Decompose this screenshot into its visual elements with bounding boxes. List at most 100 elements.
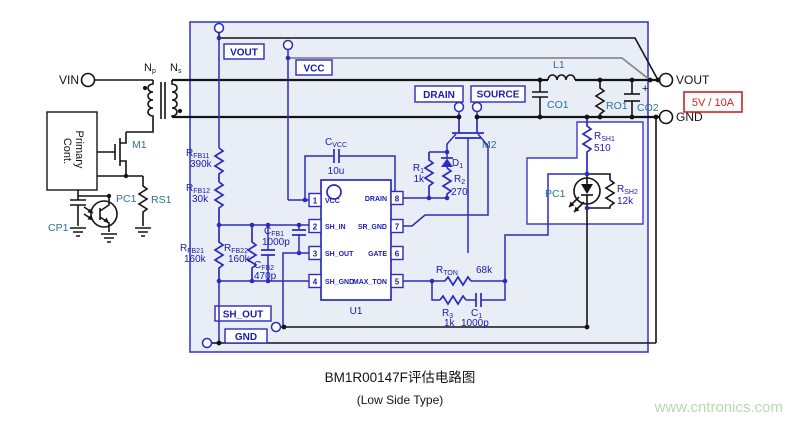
rsh2-body bbox=[604, 179, 616, 207]
pin-num-8: 8 bbox=[395, 195, 400, 204]
rfb11-value: 390k bbox=[190, 159, 213, 170]
cfb1-label: CFB1 bbox=[264, 226, 284, 238]
divider-node-wires bbox=[218, 224, 309, 343]
m2-source-to-srgnd bbox=[403, 133, 489, 227]
primary-winding bbox=[126, 80, 154, 133]
drain-snubber: R1 1k D1 R2 270 bbox=[403, 151, 468, 199]
cvcc-wires bbox=[304, 155, 396, 200]
ground-icon bbox=[70, 227, 86, 237]
m1-source bbox=[120, 160, 127, 176]
cfb1-value: 1000p bbox=[262, 237, 290, 248]
rton-value: 68k bbox=[476, 265, 493, 276]
drain-test-point bbox=[453, 101, 465, 113]
d1-triangle bbox=[441, 158, 453, 167]
rfb22-label: RFB22 bbox=[224, 243, 248, 255]
primary-side: VIN Np Ns Primary Cont. M1 bbox=[46, 62, 183, 243]
source-net-box bbox=[470, 85, 526, 103]
np-phase-dot bbox=[142, 85, 148, 91]
pc1-label: PC1 bbox=[116, 193, 137, 205]
rs1-label: RS1 bbox=[151, 194, 172, 206]
pin-name-shout: SH_OUT bbox=[325, 251, 354, 258]
vcc-test-point bbox=[282, 39, 294, 51]
vcc-net-label: VCC bbox=[303, 64, 324, 75]
pin-num-1: 1 bbox=[313, 197, 318, 206]
transformer-t1: Np Ns bbox=[126, 62, 183, 133]
cp1-plates bbox=[70, 199, 86, 206]
rc-branch-wires bbox=[431, 281, 506, 301]
rfb21-body bbox=[213, 225, 225, 281]
m2-terminals bbox=[458, 117, 478, 133]
rfb21-value: 160k bbox=[184, 254, 207, 265]
ground-icon bbox=[135, 227, 151, 237]
mosfet-m1: M1 bbox=[97, 132, 147, 176]
l1-coil bbox=[547, 74, 576, 81]
rsh1-value: 510 bbox=[594, 143, 611, 154]
watermark: www.cntronics.com bbox=[654, 399, 783, 416]
rsh2-value: 12k bbox=[617, 196, 634, 207]
arrowhead bbox=[569, 201, 575, 207]
pin-name-shgnd: SH_GND bbox=[325, 279, 354, 286]
u1-ref-label: U1 bbox=[350, 306, 363, 317]
secondary-rails: L1 CO1 RO1 + CO2 VOUT GND 5V / 10A bbox=[172, 59, 743, 344]
d1-label: D1 bbox=[452, 158, 463, 170]
rfb22-value: 160k bbox=[228, 254, 251, 265]
pc1-led-label: PC1 bbox=[545, 188, 566, 200]
title-block: BM1R00147F评估电路图 (Low Side Type) www.cntr… bbox=[325, 370, 783, 416]
snubber-wires bbox=[403, 151, 447, 199]
core-lines bbox=[160, 82, 166, 119]
r3-label: R3 bbox=[442, 308, 453, 320]
drain-net-box bbox=[414, 85, 464, 103]
vout-test-point bbox=[213, 22, 225, 34]
vout-net-label: VOUT bbox=[230, 48, 258, 59]
feedback-network: RFB11 390k RFB12 30k RFB21 160k RFB22 16… bbox=[180, 147, 309, 343]
cfb2-plates bbox=[261, 249, 275, 256]
r3-value: 1k bbox=[444, 318, 456, 329]
pin-num-3: 3 bbox=[313, 250, 318, 259]
vout-terminal bbox=[658, 72, 674, 88]
vcc-capacitor: CVCC 10u bbox=[304, 137, 396, 200]
arrowhead bbox=[87, 208, 93, 213]
c1-value: 1000p bbox=[461, 318, 489, 329]
rsh1-label: RSH1 bbox=[594, 131, 615, 143]
cvcc-plates bbox=[333, 149, 340, 163]
pin1-marker bbox=[326, 184, 342, 200]
test-points: VOUT VCC DRAIN SOURCE SH_OUT GND bbox=[201, 22, 659, 349]
rating-box bbox=[683, 91, 743, 113]
junction-dots bbox=[216, 35, 661, 346]
pin-box-8 bbox=[390, 190, 404, 206]
rsh2-label: RSH2 bbox=[617, 184, 638, 196]
co2-label: CO2 bbox=[637, 102, 659, 114]
c1-label: C1 bbox=[471, 308, 482, 320]
pin-num-5: 5 bbox=[395, 278, 400, 287]
vout-net-box bbox=[223, 43, 265, 60]
drain-net-label: DRAIN bbox=[423, 90, 455, 101]
gnd-test-point bbox=[201, 337, 213, 349]
cfb1-plates bbox=[292, 229, 306, 236]
source-net-label: SOURCE bbox=[477, 90, 520, 101]
primary-controller-box bbox=[46, 111, 98, 191]
resistor-ro1: RO1 bbox=[594, 80, 628, 117]
resistor-rs1: RS1 bbox=[135, 176, 172, 237]
vout-terminal-label: VOUT bbox=[676, 73, 710, 87]
mosfet-m2: M2 bbox=[403, 117, 497, 253]
rfb22-body bbox=[246, 225, 258, 281]
ground-icon bbox=[101, 233, 117, 243]
gnd-terminal-label: GND bbox=[676, 110, 703, 124]
pin-box-7 bbox=[390, 218, 404, 234]
rfb12-body bbox=[213, 181, 225, 225]
r2-body bbox=[441, 167, 453, 198]
pc1-emitter-arrow bbox=[103, 217, 109, 223]
junction-dot bbox=[123, 173, 129, 179]
source-test-point bbox=[471, 101, 483, 113]
vcc-feed-wire bbox=[288, 57, 651, 81]
pin-box-6 bbox=[390, 245, 404, 261]
vin-terminal bbox=[80, 72, 96, 88]
pin-name-srgnd: SR_GND bbox=[358, 224, 387, 231]
vin-label: VIN bbox=[59, 73, 79, 87]
rfb11-label: RFB11 bbox=[186, 148, 210, 160]
capacitor-cp1: CP1 bbox=[48, 190, 86, 237]
ton-network: RTON 68k R3 1k C1 1000p bbox=[403, 173, 587, 329]
gnd-return-wire bbox=[219, 117, 657, 344]
co2-polarity: + bbox=[642, 83, 648, 95]
